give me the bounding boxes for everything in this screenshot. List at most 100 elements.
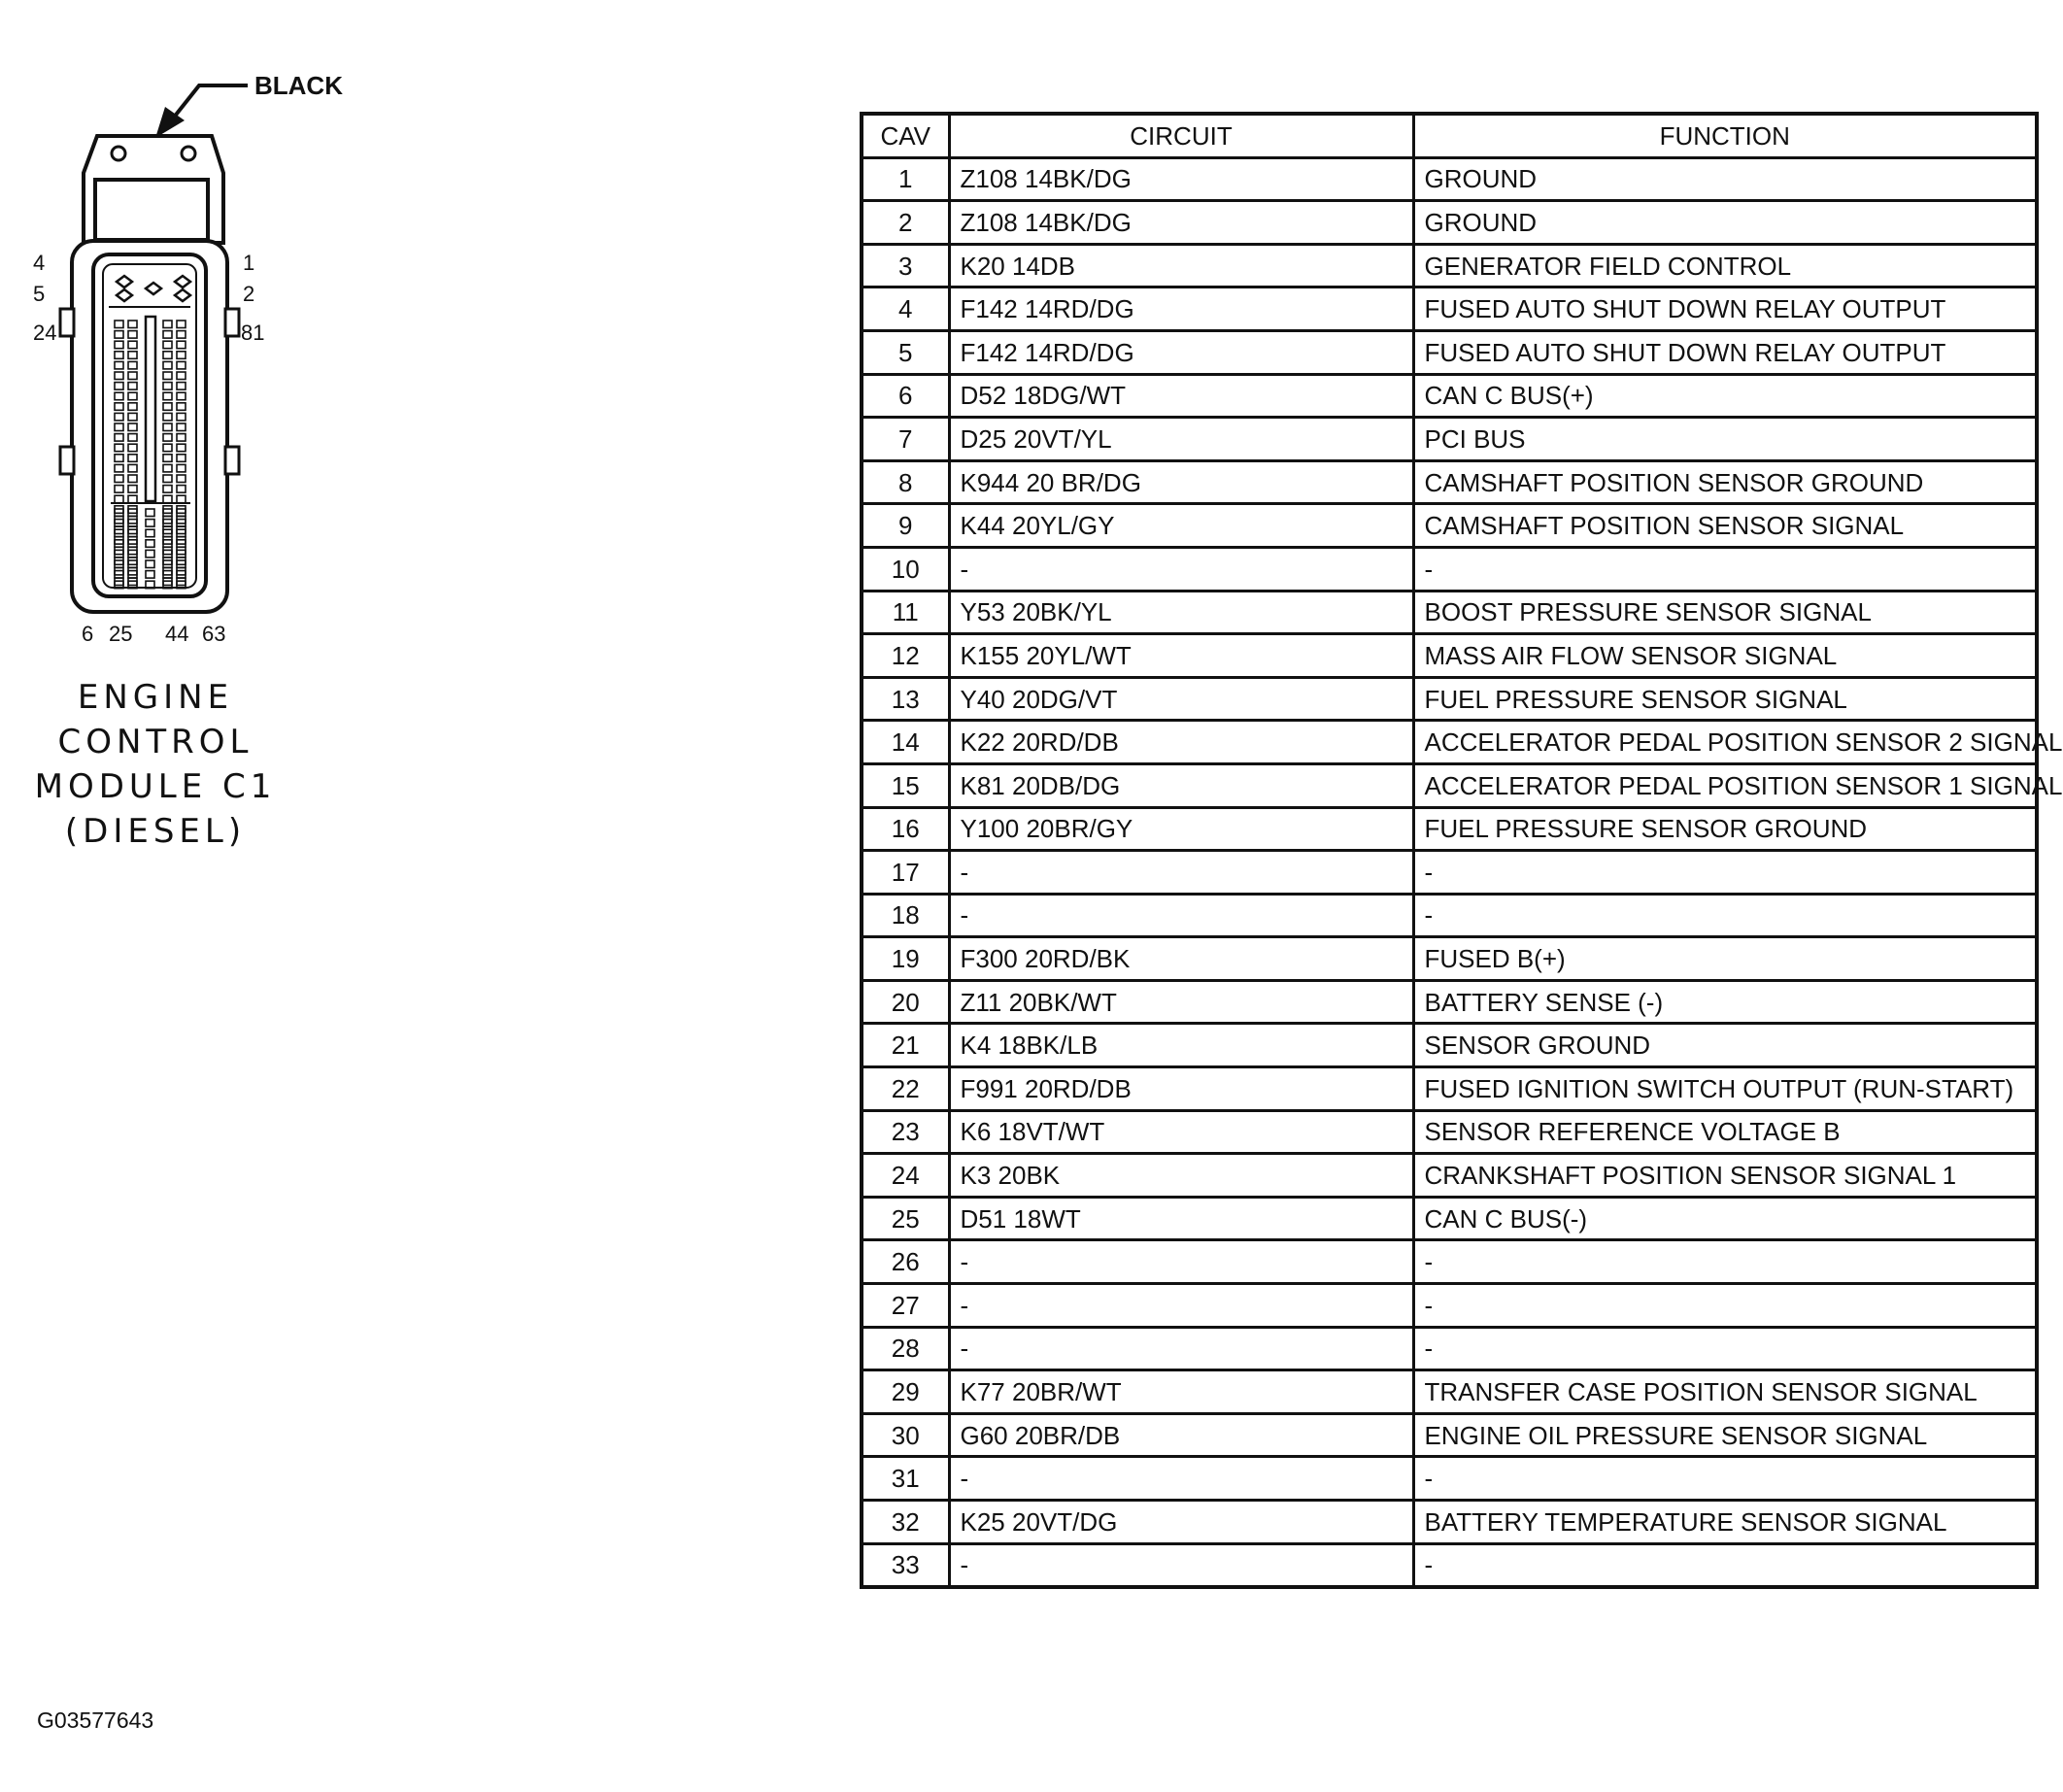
pin-cavity [162, 559, 173, 569]
pin-cavity [114, 494, 124, 504]
power-terminals [114, 274, 193, 303]
pin-cavity [176, 329, 186, 339]
circuit-cell: K6 18VT/WT [947, 1108, 1415, 1156]
side-key-right-lower [223, 445, 241, 476]
pin-cavity [127, 474, 138, 484]
circuit-cell: D52 18DG/WT [947, 372, 1415, 420]
circuit-cell: D51 18WT [947, 1195, 1415, 1242]
pin-label-81: 81 [241, 321, 264, 345]
pin-cavity [127, 401, 138, 412]
pin-cavity [176, 518, 186, 527]
connector-color-label: BLACK [254, 71, 343, 100]
cav-cell: 2 [860, 199, 951, 246]
pin-cavity [127, 559, 138, 569]
pin-cavity [127, 528, 138, 538]
pin-cavity [127, 453, 138, 463]
function-cell: - [1411, 892, 2039, 939]
pin-cavity [127, 443, 138, 453]
circuit-cell: Z108 14BK/DG [947, 155, 1415, 203]
cav-cell: 30 [860, 1411, 951, 1459]
side-key-right-upper [223, 307, 241, 338]
pin-cavity [162, 360, 173, 370]
function-cell: CRANKSHAFT POSITION SENSOR SIGNAL 1 [1411, 1152, 2039, 1199]
cav-cell: 19 [860, 935, 951, 982]
cav-cell: 6 [860, 372, 951, 420]
pin-cavity [114, 549, 124, 558]
pin-cavity [127, 371, 138, 381]
pin-cavity [162, 580, 173, 590]
cav-cell: 26 [860, 1238, 951, 1286]
pin-cavity [127, 432, 138, 442]
pin-cavity [127, 381, 138, 390]
pin-label-24: 24 [33, 321, 56, 345]
pin-cavity [114, 484, 124, 493]
pin-cavity [162, 474, 173, 484]
pin-cavity [176, 549, 186, 558]
cav-cell: 33 [860, 1541, 951, 1589]
table-row: 26-- [860, 1238, 2039, 1286]
pin-cavity [114, 320, 124, 329]
pin-cavity [114, 443, 124, 453]
pin-cavity [162, 518, 173, 527]
pin-cavity [176, 508, 186, 518]
pin-cavity [176, 371, 186, 381]
pin-cavity [162, 508, 173, 518]
table-row: 28-- [860, 1325, 2039, 1372]
function-cell: ACCELERATOR PEDAL POSITION SENSOR 1 SIGN… [1411, 761, 2062, 809]
pin-cavity [162, 340, 173, 350]
function-cell: SENSOR GROUND [1411, 1022, 2039, 1069]
pin-cavity-grid [114, 320, 186, 590]
side-key-left-upper [58, 307, 76, 338]
pin-label-1: 1 [243, 251, 254, 275]
pin-cavity [127, 423, 138, 432]
pin-cavity [127, 360, 138, 370]
function-cell: SENSOR REFERENCE VOLTAGE B [1411, 1108, 2039, 1156]
pin-cavity [176, 350, 186, 360]
cav-cell: 17 [860, 849, 951, 896]
function-cell: - [1411, 1541, 2039, 1589]
pin-label-5: 5 [33, 282, 45, 306]
figure-id: G03577643 [37, 1707, 154, 1733]
function-cell: - [1411, 1455, 2039, 1502]
circuit-cell: - [947, 892, 1415, 939]
module-title: ENGINE CONTROL MODULE C1 (DIESEL) [29, 675, 282, 854]
cav-cell: 9 [860, 502, 951, 549]
function-cell: FUEL PRESSURE SENSOR GROUND [1411, 805, 2039, 853]
pin-cavity [127, 329, 138, 339]
cav-cell: 10 [860, 545, 951, 592]
circuit-cell: F991 20RD/DB [947, 1065, 1415, 1112]
function-cell: CAMSHAFT POSITION SENSOR GROUND [1411, 458, 2039, 506]
circuit-cell: K25 20VT/DG [947, 1499, 1415, 1545]
module-title-line-3: MODULE C1 [34, 767, 277, 806]
pin-cavity [114, 360, 124, 370]
cav-cell: 31 [860, 1455, 951, 1502]
pin-cavity [162, 391, 173, 401]
circuit-cell: F142 14RD/DG [947, 328, 1415, 376]
pin-cavity [114, 508, 124, 518]
table-row: 17-- [860, 849, 2039, 896]
pin-cavity [162, 443, 173, 453]
table-row: 27-- [860, 1282, 2039, 1329]
cav-cell: 16 [860, 805, 951, 853]
circuit-cell: Y53 20BK/YL [947, 589, 1415, 636]
pin-cavity [114, 518, 124, 527]
pin-cavity [114, 538, 124, 549]
pin-cavity [127, 340, 138, 350]
cav-cell: 12 [860, 632, 951, 679]
pin-cavity [114, 401, 124, 412]
pin-cavity [114, 381, 124, 390]
pin-cavity [162, 401, 173, 412]
cav-cell: 8 [860, 458, 951, 506]
pin-cavity [145, 518, 155, 527]
